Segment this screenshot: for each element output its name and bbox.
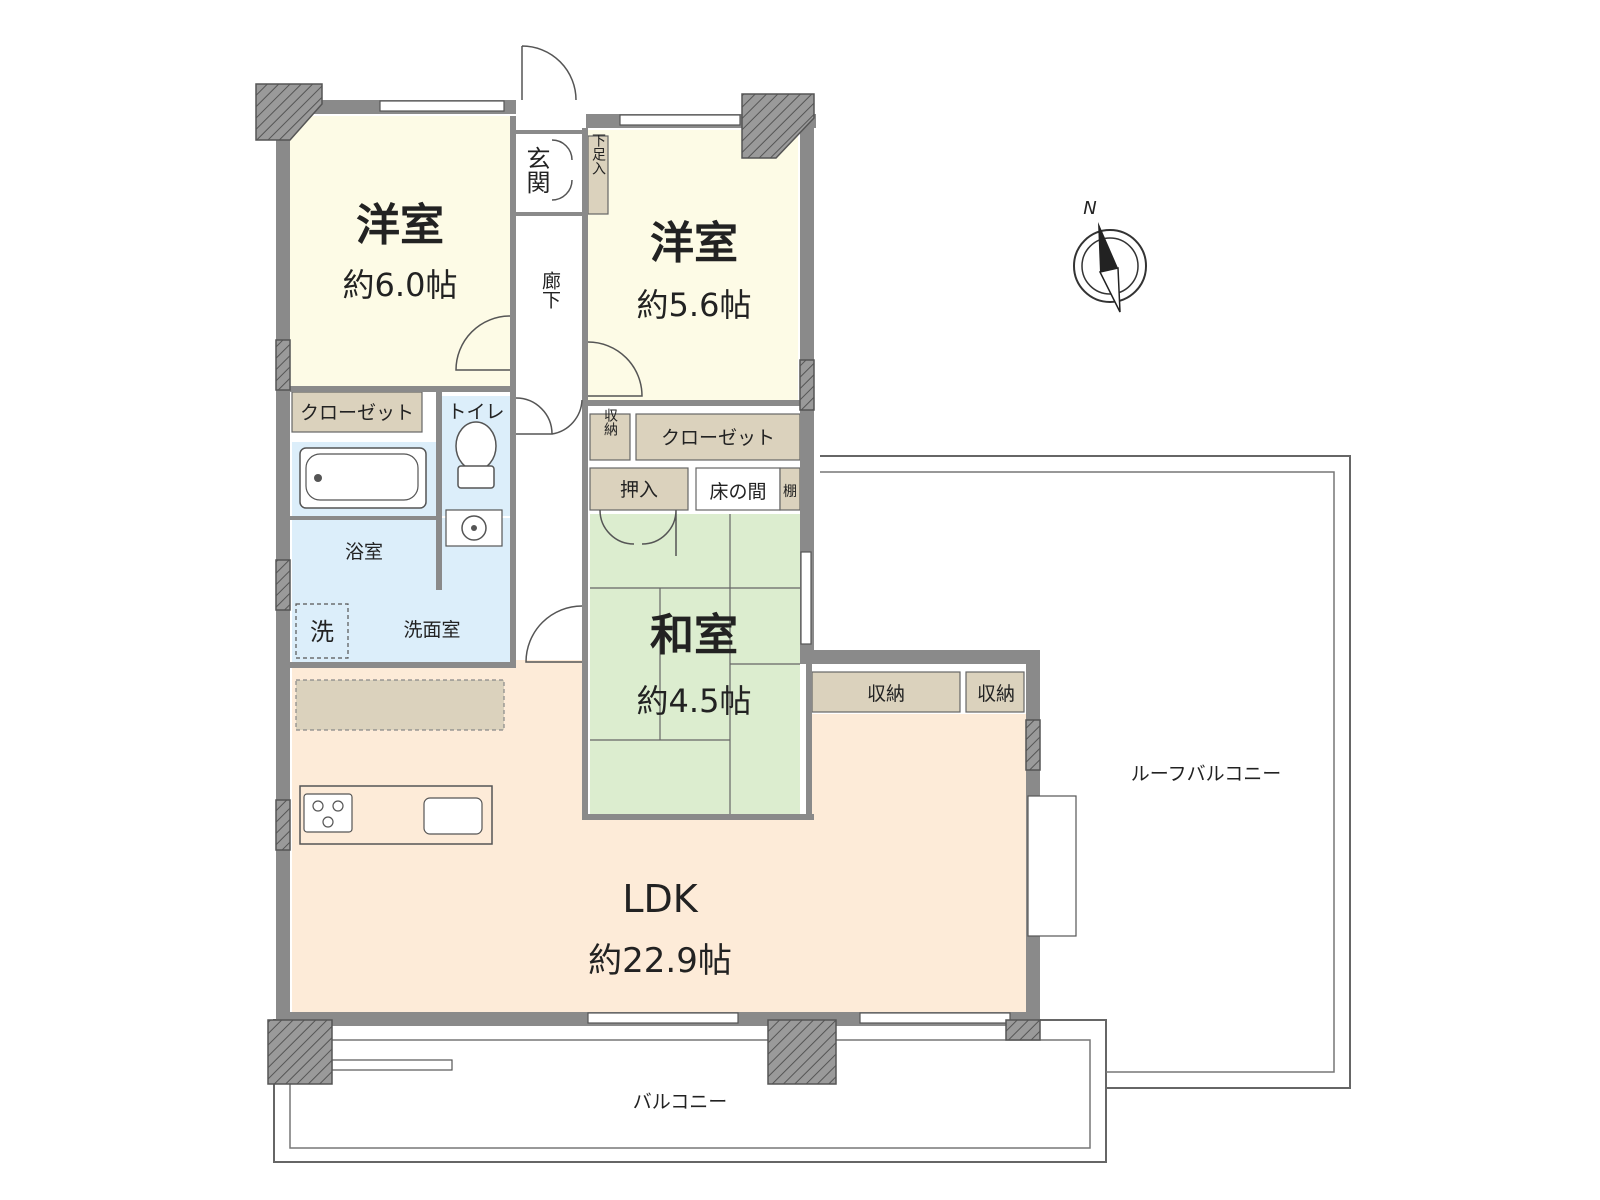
entrance-label: 玄関	[522, 146, 550, 194]
wash-basin	[445, 509, 503, 547]
ldk-name: LDK	[622, 877, 698, 921]
oshiire-label: 押入	[620, 479, 658, 501]
compass-north-label: N	[1083, 198, 1096, 219]
tokonoma-label: 床の間	[709, 481, 766, 503]
windows	[331, 100, 1077, 1071]
hallway-label: 廊下	[539, 271, 561, 309]
shelf-label: 棚	[783, 484, 797, 500]
closet-2-area	[635, 413, 801, 461]
small-storage-label: 収納	[602, 408, 618, 437]
western-room-2-size: 約5.6帖	[637, 286, 752, 324]
ldk-size: 約22.9帖	[588, 941, 732, 981]
japanese-room-name: 和室	[650, 610, 738, 661]
hallway-area	[512, 216, 586, 666]
oshiire-area	[589, 467, 689, 511]
washer-space	[295, 603, 349, 659]
western-room-1-name: 洋室	[356, 200, 444, 251]
western-room-2-name: 洋室	[650, 218, 738, 269]
japanese-room-size: 約4.5帖	[637, 682, 752, 720]
storage-2-area	[965, 671, 1025, 713]
compass-icon	[1073, 222, 1147, 313]
bath-label: 浴室	[345, 541, 383, 563]
small-storage-area	[589, 413, 631, 461]
washroom-label: 洗面室	[403, 619, 460, 641]
storage-2-label: 収納	[977, 683, 1015, 705]
tatami-lines	[590, 514, 800, 814]
closet-1-area	[291, 391, 423, 433]
roof-balcony-outline	[820, 455, 1351, 1089]
bathtub	[299, 447, 427, 509]
shoe-storage-label: 下足入	[590, 133, 606, 175]
storage-1-area	[811, 671, 961, 713]
tokonoma-area	[695, 467, 781, 511]
ldk-area	[292, 660, 1030, 1020]
storage-1-label: 収納	[867, 683, 905, 705]
structural-columns	[255, 83, 1041, 1085]
kitchen-counter	[299, 785, 493, 845]
closet-1-label: クローゼット	[300, 402, 414, 424]
kitchen-storage-area	[295, 679, 505, 731]
balcony-label: バルコニー	[633, 1091, 728, 1113]
roof-balcony-label: ルーフバルコニー	[1131, 763, 1281, 785]
washer-label: 洗	[310, 618, 334, 646]
western-room-1-size: 約6.0帖	[343, 266, 458, 304]
door-swings	[455, 45, 677, 663]
toilet-fixture	[455, 421, 497, 489]
western-room-1-area	[290, 116, 510, 386]
closet-2-label: クローゼット	[661, 427, 775, 449]
toilet-label: トイレ	[447, 401, 504, 423]
